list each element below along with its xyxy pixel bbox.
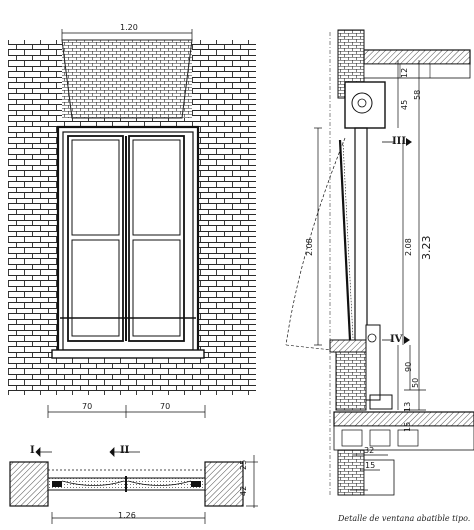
section-dim-58: 58	[413, 89, 422, 100]
elevation-top-width-dim: 1.20	[120, 23, 138, 32]
brick-lintel	[62, 40, 192, 118]
section-dim-15: 15	[403, 421, 412, 432]
section-marker-III-label: III	[392, 136, 407, 147]
section-dim-45: 45	[400, 99, 409, 110]
section-marker-IV	[382, 336, 410, 344]
drawing-caption: Detalle de ventana abatible tipo.	[338, 514, 471, 523]
section-dim-90: 90	[404, 361, 413, 372]
section-dim-15b: 15	[365, 461, 376, 470]
section-dim-208-left: 2.08	[305, 238, 314, 256]
elevation-bottom-left-dim: 70	[82, 402, 93, 411]
window-plan	[9, 447, 258, 524]
plan-marker-II-label: II	[120, 445, 130, 456]
shutter-slats	[338, 139, 352, 341]
elevation-bottom-right-dim: 70	[160, 402, 171, 411]
plan-section-marker-I	[35, 447, 52, 457]
roller-shutter-box	[344, 81, 386, 129]
section-marker-III	[382, 138, 412, 146]
window-surround	[56, 125, 200, 357]
section-dim-32: 32	[364, 446, 375, 455]
section-dim-208-right: 2.08	[404, 238, 413, 256]
window-leaf-left	[67, 135, 124, 342]
plan-side-dim-b: 42	[239, 485, 248, 496]
section-dim-50: 50	[411, 377, 420, 388]
plan-side-dim-a: 25	[239, 459, 248, 470]
section-dimension-lines	[314, 32, 426, 495]
section-dim-323: 3.23	[420, 235, 433, 261]
dimension-top-width	[61, 29, 193, 40]
window-elevation	[8, 29, 256, 418]
plan-marker-I-label: I	[30, 445, 35, 456]
plan-section-marker-II	[109, 447, 140, 457]
window-sill	[51, 349, 205, 359]
section-dim-13: 13	[403, 401, 412, 412]
swing-arc	[285, 137, 346, 346]
plan-dimension-width	[51, 512, 206, 524]
plan-width-dim: 1.26	[118, 511, 136, 520]
section-dim-top-small: 12	[400, 67, 409, 78]
window-section	[285, 29, 474, 496]
section-marker-IV-label: IV	[390, 334, 403, 345]
upper-slab	[363, 49, 471, 65]
window-leaf-right	[128, 135, 185, 342]
dimension-bottom	[47, 405, 206, 418]
